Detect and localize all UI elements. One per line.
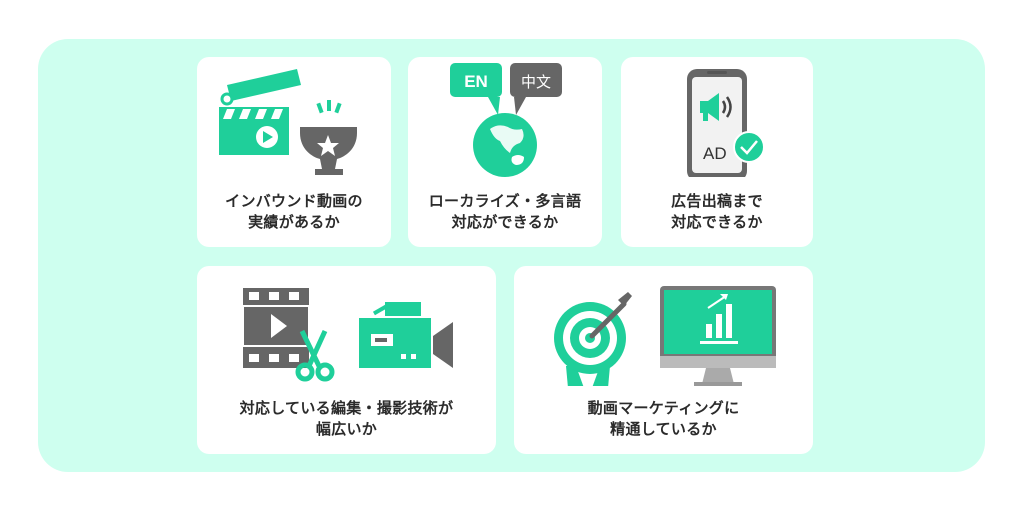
label-line-2: 幅広いか (315, 420, 378, 438)
check-circle-icon (733, 131, 765, 163)
megaphone-icon (700, 93, 719, 121)
svg-text:AD: AD (703, 144, 727, 163)
svg-text:EN: EN (464, 72, 488, 91)
card-marketing: 動画マーケティングに 精通しているか (514, 266, 813, 454)
card-localize: EN 中文 ローカライズ・多言語 対応ができるか (408, 57, 602, 247)
label-line-2: 精通しているか (610, 420, 717, 438)
label-line-1: 対応している編集・撮影技術が (239, 399, 454, 417)
label-line-1: ローカライズ・多言語 (428, 192, 582, 210)
globe-icon (473, 113, 537, 177)
scissors-icon (295, 329, 335, 382)
clapperboard-icon (219, 69, 301, 155)
label-line-2: 対応できるか (671, 213, 763, 231)
marketing-illustration (554, 286, 776, 386)
video-camera-icon (359, 302, 453, 368)
label-line-2: 対応ができるか (451, 213, 559, 231)
svg-text:中文: 中文 (521, 73, 551, 91)
trophy-icon (300, 100, 357, 175)
card-label: ローカライズ・多言語 対応ができるか (408, 191, 602, 233)
editing-shooting-illustration (242, 288, 453, 382)
label-line-1: インバウンド動画の (225, 192, 363, 210)
smartphone-ad-illustration: AD (687, 69, 765, 177)
label-line-2: 実績があるか (248, 213, 340, 231)
label-line-1: 広告出稿まで (671, 192, 763, 210)
clapperboard-trophy-illustration (219, 69, 357, 175)
card-editing: 対応している編集・撮影技術が 幅広いか (197, 266, 496, 454)
card-label: 対応している編集・撮影技術が 幅広いか (197, 398, 496, 440)
film-strip-icon (242, 288, 310, 368)
monitor-chart-icon (660, 286, 776, 386)
speech-bubble-zh-icon: 中文 (510, 63, 562, 115)
card-inbound: インバウンド動画の 実績があるか (197, 57, 391, 247)
label-line-1: 動画マーケティングに (587, 399, 740, 417)
speech-bubble-en-icon: EN (450, 63, 502, 115)
card-ads: AD 広告出稿まで 対応できるか (621, 57, 813, 247)
card-label: インバウンド動画の 実績があるか (197, 191, 391, 233)
target-icon (554, 292, 632, 386)
card-label: 広告出稿まで 対応できるか (621, 191, 813, 233)
card-label: 動画マーケティングに 精通しているか (514, 398, 813, 440)
localization-illustration: EN 中文 (450, 63, 562, 177)
